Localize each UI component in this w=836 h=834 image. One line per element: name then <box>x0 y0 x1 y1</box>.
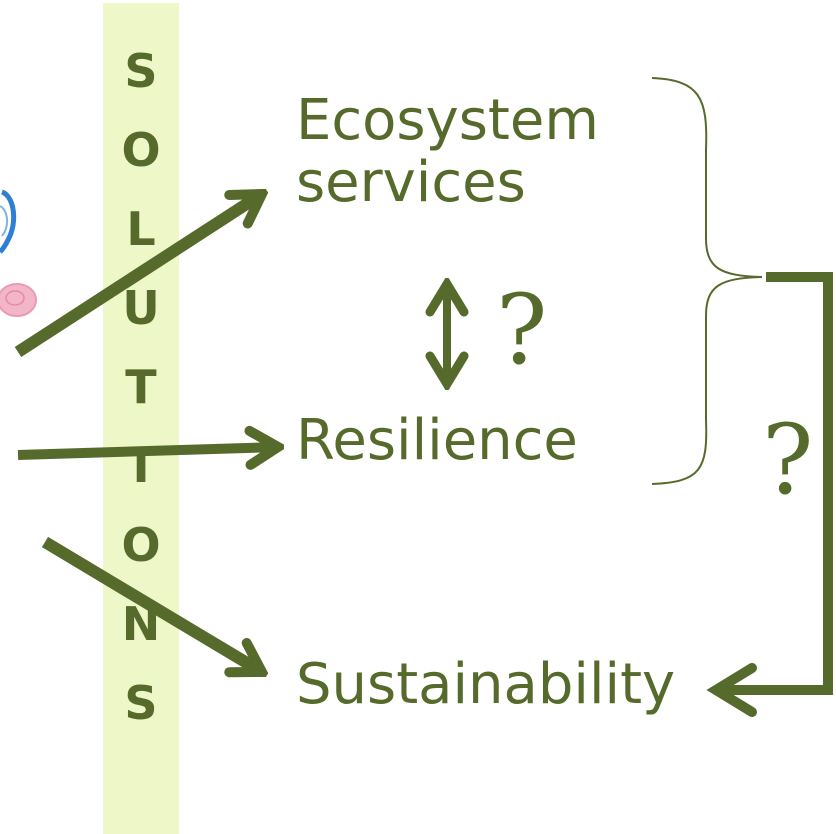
question-mark-services-resilience: ? <box>496 274 548 386</box>
solutions-letter: O <box>121 518 161 572</box>
node-ecosystem-services-line1: Ecosystem <box>296 88 599 153</box>
arrow-to-ecosystem-services <box>14 194 262 358</box>
node-resilience: Resilience <box>296 408 578 473</box>
pink-circle-ring <box>5 290 25 306</box>
solutions-column: S O L U T I O N S <box>103 32 179 743</box>
node-ecosystem-services-line2: services <box>296 149 526 215</box>
question-mark-bracket: ? <box>762 404 814 516</box>
solutions-band <box>103 3 179 834</box>
blue-circle-inner <box>0 205 8 237</box>
solutions-letter: T <box>125 360 157 414</box>
pink-circle <box>0 283 37 317</box>
arrow-to-resilience <box>17 447 278 455</box>
solutions-letter: U <box>122 281 160 335</box>
bracket-arrowhead <box>706 663 757 717</box>
solutions-letter: S <box>124 44 158 98</box>
blue-circle-fragment <box>0 189 17 254</box>
node-sustainability: Sustainability <box>296 652 676 717</box>
solutions-letter: O <box>121 123 161 177</box>
decorative-circles <box>0 189 37 317</box>
solutions-letter: L <box>126 202 156 256</box>
bracket-to-sustainability <box>722 272 833 695</box>
arrow-to-sustainability <box>41 536 262 672</box>
node-ecosystem-services: Ecosystem services <box>296 90 599 213</box>
curly-brace <box>651 77 763 485</box>
solutions-letter: S <box>124 676 158 730</box>
